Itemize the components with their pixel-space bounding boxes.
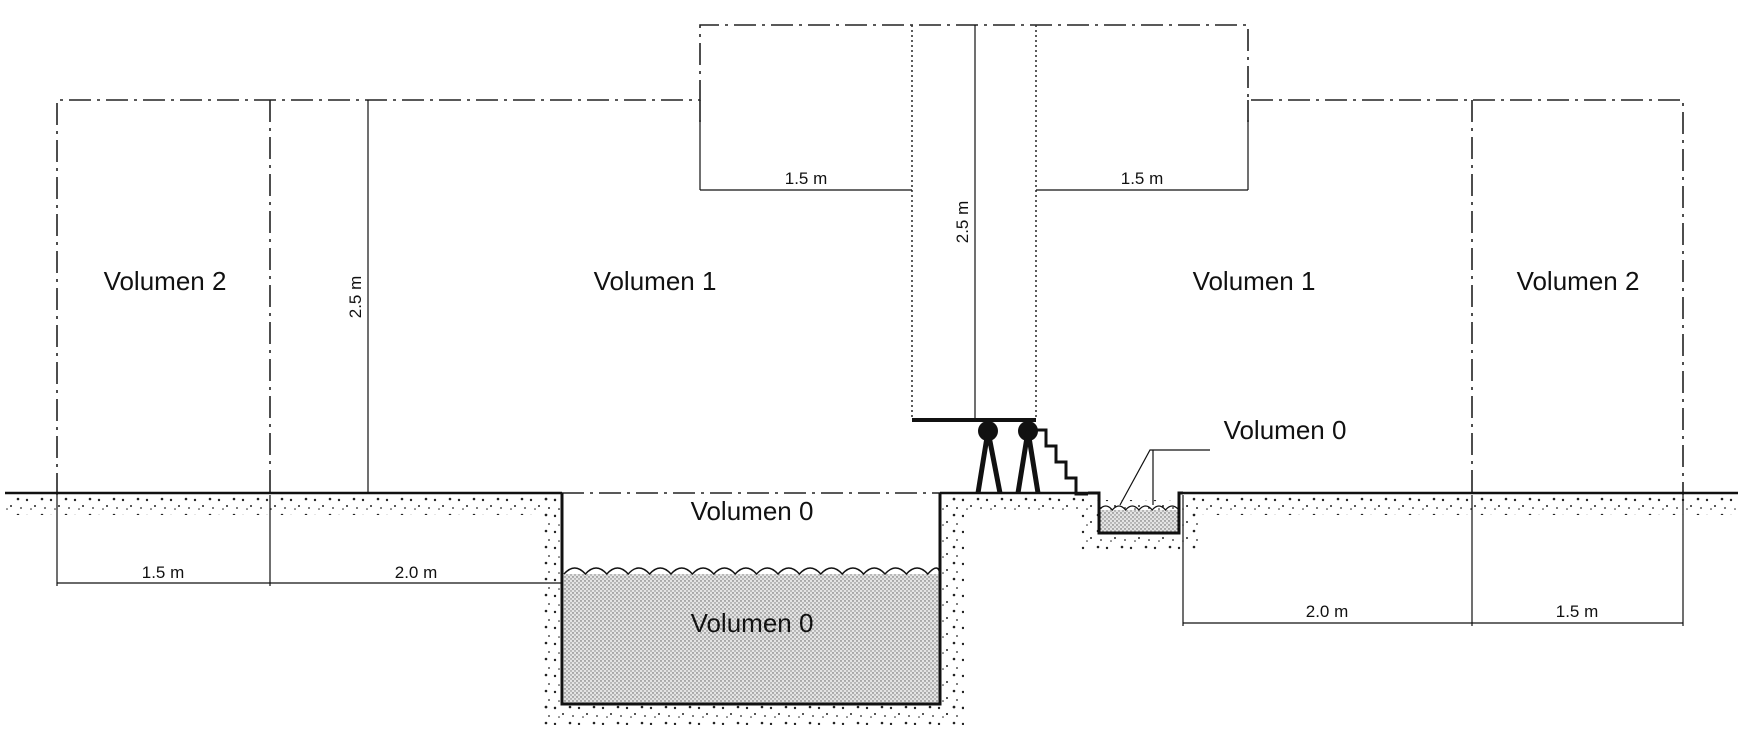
small-pool-leader	[1119, 449, 1210, 506]
label-volumen-1-right: Volumen 1	[1193, 266, 1316, 296]
small-pool-waves	[1098, 505, 1180, 511]
pool-water	[564, 574, 940, 704]
label-volumen-0-pool-water: Volumen 0	[691, 608, 814, 638]
dim-top-right: 1.5 m	[1036, 120, 1249, 191]
label-volumen-1-left: Volumen 1	[594, 266, 717, 296]
pool-water-waves	[563, 567, 941, 576]
dim-bottom-right-v2-label: 1.5 m	[1556, 602, 1599, 621]
volumen-2-left-boundary	[56, 24, 1684, 495]
label-volumen-2-left: Volumen 2	[104, 266, 227, 296]
label-volumen-2-right: Volumen 2	[1517, 266, 1640, 296]
label-volumen-0-small: Volumen 0	[1224, 415, 1347, 445]
small-pool-water	[1099, 510, 1179, 533]
soil-right	[1187, 497, 1738, 515]
label-volumen-0-pool-top: Volumen 0	[691, 496, 814, 526]
stairs-icon	[1036, 428, 1088, 496]
dim-top-left: 1.5 m	[699, 120, 912, 191]
shower-stand-right-icon	[1015, 430, 1041, 494]
soil-pool-left	[540, 495, 560, 715]
dim-top-left-label: 1.5 m	[785, 169, 828, 188]
soil-pool-bottom	[540, 705, 964, 725]
dim-bottom-left-v2-label: 1.5 m	[142, 563, 185, 582]
dim-bottom-left-v1-label: 2.0 m	[395, 563, 438, 582]
dim-center-height-label: 2.5 m	[953, 201, 972, 244]
shower-stand-left-icon	[975, 430, 1003, 494]
soil-pool-right	[942, 495, 964, 715]
dim-bottom-left: 1.5 m 2.0 m	[56, 495, 562, 586]
dim-bottom-right: 2.0 m 1.5 m	[1182, 495, 1684, 626]
soil-middle	[944, 497, 1084, 513]
dim-top-right-label: 1.5 m	[1121, 169, 1164, 188]
soil-left	[5, 497, 562, 515]
small-pool-walls	[1088, 491, 1183, 535]
dim-left-height-label: 2.5 m	[346, 276, 365, 319]
pool-walls	[560, 493, 942, 706]
dim-left-height: 2.5 m	[346, 100, 369, 493]
dim-bottom-right-v1-label: 2.0 m	[1306, 602, 1349, 621]
